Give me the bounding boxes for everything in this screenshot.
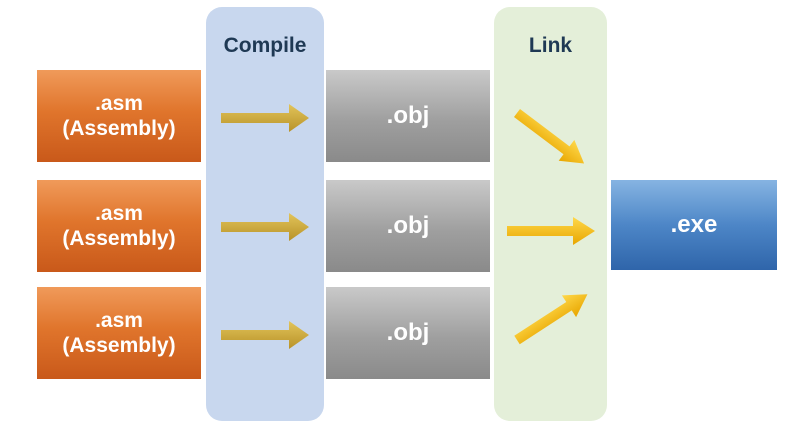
source-type: (Assembly) <box>62 117 176 140</box>
source-box-2: .asm (Assembly) <box>37 180 201 272</box>
source-type: (Assembly) <box>62 227 176 250</box>
source-extension: .asm <box>95 308 143 332</box>
source-extension: .asm <box>95 201 143 225</box>
object-file-label: .obj <box>386 318 430 346</box>
executable-box: .exe <box>611 180 777 270</box>
link-arrow-down-right <box>513 109 585 164</box>
compile-arrow-3 <box>221 321 309 349</box>
source-box-3: .asm (Assembly) <box>37 287 201 379</box>
source-type: (Assembly) <box>62 334 176 357</box>
source-box-1: .asm (Assembly) <box>37 70 201 162</box>
object-file-box-3: .obj <box>326 287 490 379</box>
object-file-box-1: .obj <box>326 70 490 162</box>
compile-arrow-2 <box>221 213 309 241</box>
compile-arrow-1 <box>221 104 309 132</box>
object-file-label: .obj <box>386 101 430 129</box>
object-file-box-2: .obj <box>326 180 490 272</box>
executable-label: .exe <box>670 210 718 238</box>
link-arrow-right <box>507 217 595 245</box>
link-arrow-up-right <box>514 294 588 345</box>
object-file-label: .obj <box>386 211 430 239</box>
compile-stage-band <box>206 7 324 421</box>
link-stage-band <box>494 7 607 421</box>
compile-stage-label: Compile <box>223 34 307 57</box>
source-extension: .asm <box>95 91 143 115</box>
link-stage-label: Link <box>528 34 573 57</box>
